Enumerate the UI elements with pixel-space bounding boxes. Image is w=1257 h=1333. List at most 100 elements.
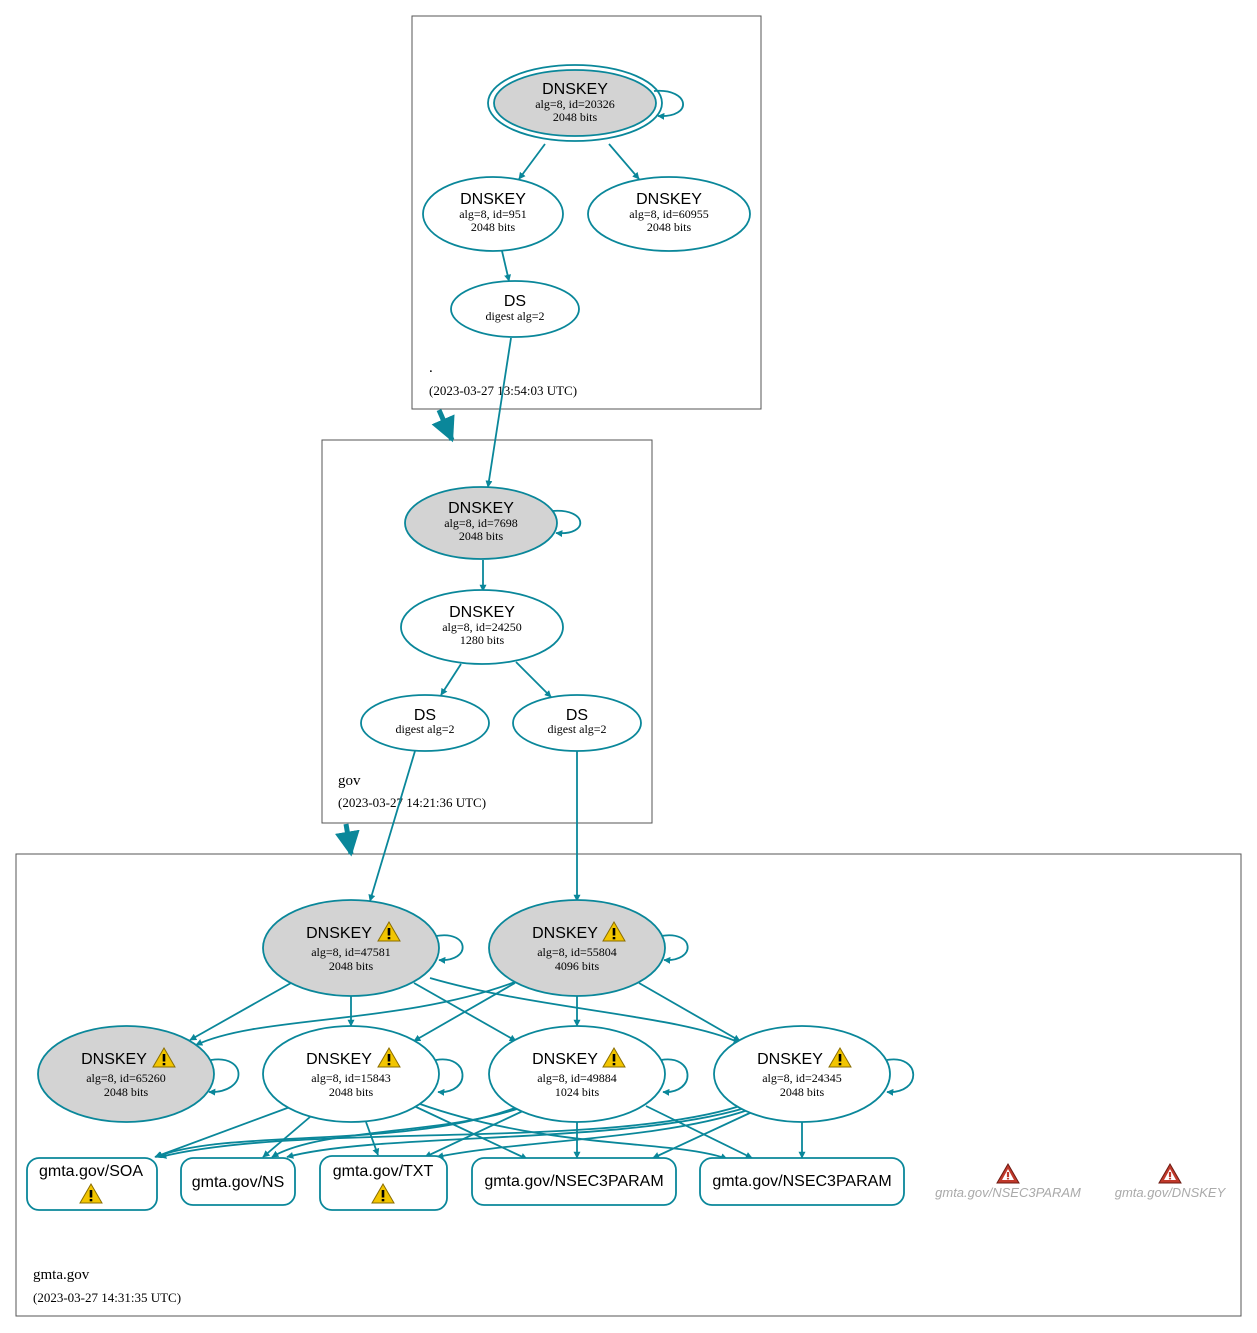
node-title: DNSKEY	[81, 1051, 147, 1068]
node-detail: alg=8, id=951	[459, 207, 527, 221]
rrset-label: gmta.gov/NSEC3PARAM	[484, 1173, 663, 1190]
node-root-ds[interactable]: DS digest alg=2	[450, 280, 580, 338]
missing-dnskey[interactable]: gmta.gov/DNSKEY	[1115, 1163, 1227, 1200]
node-title: DNSKEY	[636, 191, 702, 208]
node-detail: alg=8, id=49884	[537, 1071, 617, 1085]
edge-self-k24345	[886, 1058, 915, 1096]
edge-self-root-ksk	[653, 90, 684, 120]
node-bits: 2048 bits	[104, 1085, 149, 1099]
edge-k15843-soa	[154, 1106, 291, 1159]
edge-k15843-nsec3param1	[413, 1105, 528, 1160]
node-title: DS	[566, 707, 588, 724]
node-root-zsk-951[interactable]: DNSKEY alg=8, id=951 2048 bits	[422, 176, 564, 252]
edge-k55804-k15843	[413, 982, 516, 1042]
node-gmta-dnskey-65260[interactable]: DNSKEY alg=8, id=65260 2048 bits	[37, 1025, 215, 1123]
node-bits: 2048 bits	[780, 1085, 825, 1099]
edge-k55804-k65260	[195, 981, 516, 1046]
node-title: DNSKEY	[542, 81, 608, 98]
node-gmta-dnskey-55804[interactable]: DNSKEY alg=8, id=55804 4096 bits	[488, 899, 666, 997]
rrset-soa[interactable]: gmta.gov/SOA	[26, 1157, 158, 1211]
zone-gmta-name: gmta.gov	[33, 1267, 90, 1283]
rrset-label: gmta.gov/NSEC3PARAM	[712, 1173, 891, 1190]
zone-gov-name: gov	[338, 773, 361, 789]
node-title: DNSKEY	[449, 604, 515, 621]
node-detail: alg=8, id=15843	[311, 1071, 391, 1085]
rrset-ns[interactable]: gmta.gov/NS	[180, 1157, 296, 1206]
edge-k47581-k65260	[189, 982, 292, 1041]
node-detail: alg=8, id=24345	[762, 1071, 842, 1085]
node-gov-ds-2[interactable]: DS digest alg=2	[512, 694, 642, 752]
edge-k47581-k24345	[429, 977, 741, 1044]
node-bits: 2048 bits	[647, 220, 692, 234]
node-detail: alg=8, id=7698	[444, 516, 518, 530]
edge-self-k55804	[660, 934, 689, 964]
edge-self-k15843	[435, 1058, 464, 1096]
node-title: DNSKEY	[532, 1051, 598, 1068]
node-gmta-dnskey-24345[interactable]: DNSKEY alg=8, id=24345 2048 bits	[713, 1025, 891, 1123]
node-detail: alg=8, id=47581	[311, 945, 391, 959]
node-detail: alg=8, id=55804	[537, 945, 617, 959]
edge-gov-zsk-ds2	[515, 661, 552, 698]
edge-k24345-soa	[159, 1105, 741, 1159]
node-detail: digest alg=2	[395, 722, 454, 736]
edge-self-k65260	[208, 1058, 240, 1096]
node-title: DNSKEY	[306, 1051, 372, 1068]
edge-self-gov-ksk	[551, 510, 582, 538]
zone-gmta-timestamp: (2023-03-27 14:31:35 UTC)	[33, 1290, 181, 1305]
node-gov-ksk[interactable]: DNSKEY alg=8, id=7698 2048 bits	[404, 486, 558, 560]
node-title: DS	[504, 293, 526, 310]
node-root-zsk-60955[interactable]: DNSKEY alg=8, id=60955 2048 bits	[587, 176, 751, 252]
edge-k24345-txt	[436, 1109, 749, 1160]
rrset-label: gmta.gov/TXT	[333, 1163, 434, 1180]
node-bits: 2048 bits	[553, 110, 598, 124]
node-title: DNSKEY	[460, 191, 526, 208]
edge-gov-zsk-ds1	[440, 663, 462, 696]
node-bits: 4096 bits	[555, 959, 600, 973]
delegation-arrow-root-gov	[431, 409, 455, 443]
node-bits: 2048 bits	[329, 1085, 374, 1099]
edge-k49884-ns	[271, 1107, 521, 1158]
node-bits: 2048 bits	[329, 959, 374, 973]
edges	[154, 90, 915, 1160]
node-title: DS	[414, 707, 436, 724]
edge-gov-ds1-k47581	[368, 750, 416, 902]
edge-k55804-k24345	[638, 982, 741, 1042]
edge-k15843-ns	[262, 1116, 311, 1158]
node-title: DNSKEY	[306, 925, 372, 942]
edge-root-zsk1-ds	[501, 250, 511, 282]
node-detail: digest alg=2	[547, 722, 606, 736]
error-icon	[996, 1163, 1020, 1184]
missing-label: gmta.gov/DNSKEY	[1115, 1185, 1227, 1200]
rrset-label: gmta.gov/SOA	[39, 1163, 143, 1180]
edge-k24345-ns	[286, 1107, 746, 1159]
node-detail: digest alg=2	[485, 309, 544, 323]
edge-root-ds-gov-ksk	[485, 337, 512, 488]
delegation-arrow-gov-gmta	[334, 823, 360, 857]
node-bits: 2048 bits	[459, 529, 504, 543]
node-detail: alg=8, id=60955	[629, 207, 709, 221]
node-bits: 2048 bits	[471, 220, 516, 234]
edge-root-ksk-zsk2	[608, 143, 640, 180]
missing-label: gmta.gov/NSEC3PARAM	[935, 1185, 1081, 1200]
edge-k24345-nsec3param1	[652, 1111, 753, 1159]
node-detail: alg=8, id=65260	[86, 1071, 166, 1085]
edge-root-ksk-zsk1	[518, 143, 546, 180]
node-gmta-dnskey-49884[interactable]: DNSKEY alg=8, id=49884 1024 bits	[488, 1025, 666, 1123]
node-title: DNSKEY	[757, 1051, 823, 1068]
missing-nsec3param[interactable]: gmta.gov/NSEC3PARAM	[935, 1163, 1081, 1200]
rrset-nsec3param-2[interactable]: gmta.gov/NSEC3PARAM	[699, 1157, 905, 1206]
node-gov-ds-1[interactable]: DS digest alg=2	[360, 694, 490, 752]
edge-k15843-nsec3param2	[419, 1103, 728, 1160]
error-icon	[1158, 1163, 1182, 1184]
zone-root-box	[411, 15, 762, 410]
node-detail: alg=8, id=24250	[442, 620, 522, 634]
node-gmta-dnskey-47581[interactable]: DNSKEY alg=8, id=47581 2048 bits	[262, 899, 440, 997]
zone-gov-timestamp: (2023-03-27 14:21:36 UTC)	[338, 795, 486, 810]
rrset-label: gmta.gov/NS	[192, 1174, 284, 1191]
rrset-nsec3param-1[interactable]: gmta.gov/NSEC3PARAM	[471, 1157, 677, 1206]
node-gmta-dnskey-15843[interactable]: DNSKEY alg=8, id=15843 2048 bits	[262, 1025, 440, 1123]
node-root-ksk[interactable]: DNSKEY alg=8, id=20326 2048 bits	[487, 64, 663, 142]
rrset-txt[interactable]: gmta.gov/TXT	[319, 1155, 448, 1211]
node-gov-zsk[interactable]: DNSKEY alg=8, id=24250 1280 bits	[400, 589, 564, 665]
